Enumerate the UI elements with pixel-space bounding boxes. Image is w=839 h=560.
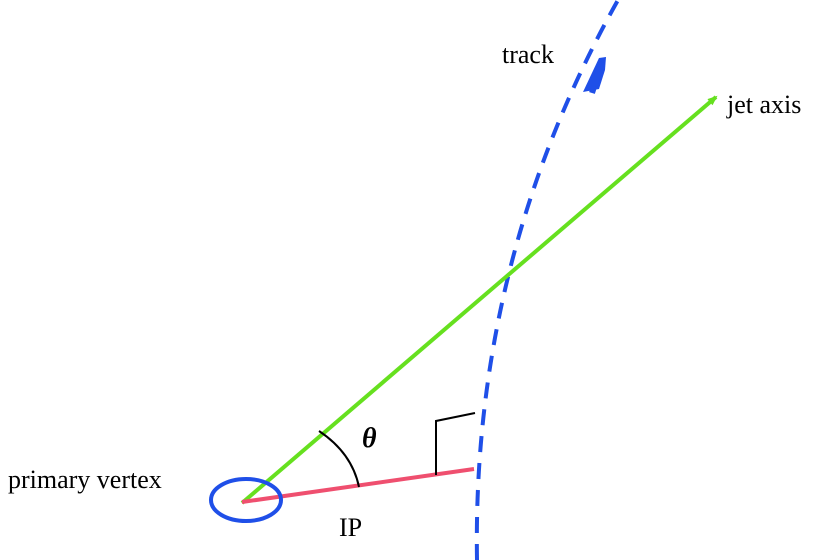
jet-axis-line [240,95,718,505]
ip-label: IP [339,513,362,542]
theta-label: θ [362,423,377,454]
theta-angle-arc [318,430,360,488]
track-curve [474,0,620,560]
primary-vertex-ellipse [209,477,283,523]
right-angle-marker [435,412,476,475]
track-arrow-shaft [589,61,605,94]
jet-axis-label: jet axis [726,90,801,119]
primary-vertex-label: primary vertex [8,465,162,494]
track-label: track [502,40,554,69]
